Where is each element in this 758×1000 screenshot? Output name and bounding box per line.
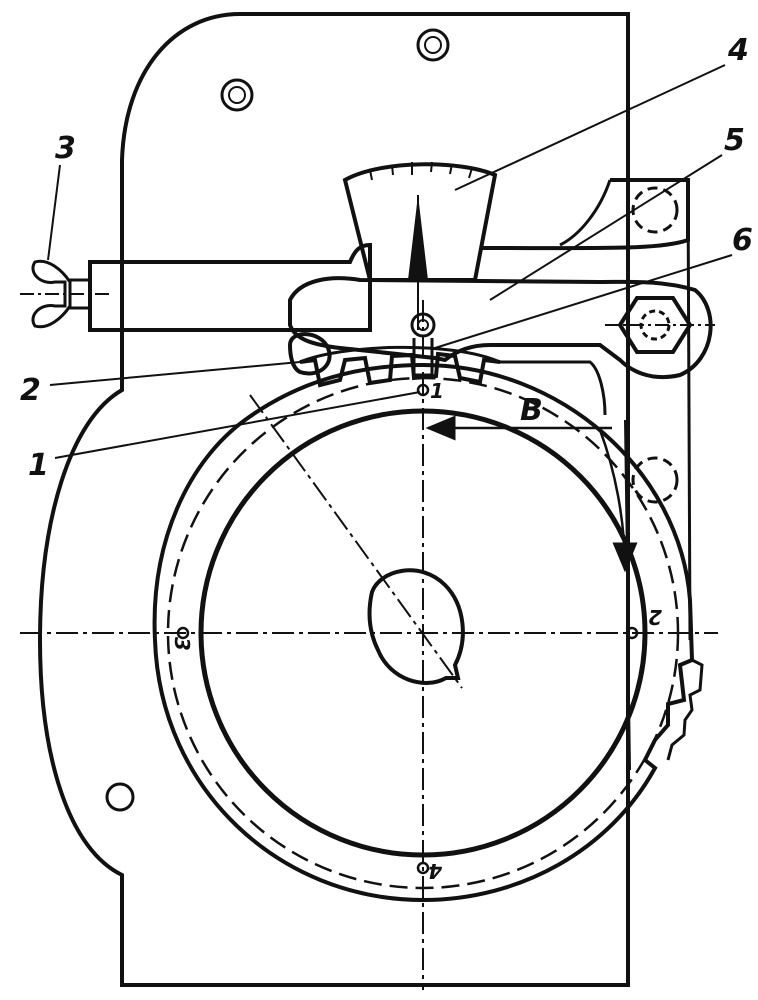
wing-screw	[20, 259, 110, 329]
callout-2: 2	[20, 373, 41, 408]
position-label-1: 1	[430, 379, 444, 403]
position-mark-1	[416, 383, 430, 397]
hex-nut	[605, 296, 715, 354]
gear-teeth	[299, 351, 501, 388]
leader-line-4	[454, 64, 726, 191]
guide-rod	[88, 242, 372, 332]
mounting-hole	[105, 782, 135, 812]
position-label-4: 4	[428, 859, 443, 883]
leader-line-5	[489, 154, 723, 301]
callout-3: 3	[55, 131, 76, 166]
right-guide-line	[624, 419, 631, 771]
arrow-b-label: B	[520, 393, 543, 428]
callout-1: 1	[28, 448, 49, 483]
upper-bracket-curve	[559, 179, 612, 247]
arc-arrow	[598, 429, 638, 573]
position-label-3: 3	[170, 637, 194, 651]
leader-line-2	[49, 361, 301, 386]
mounting-hole	[416, 28, 450, 62]
hidden-hole	[631, 186, 679, 234]
right-bar-edge	[686, 184, 692, 641]
position-mark-2	[625, 626, 639, 640]
center-cam	[367, 568, 465, 685]
callout-5: 5	[724, 123, 745, 158]
diagonal-axis	[249, 394, 463, 689]
housing-plate	[37, 12, 630, 987]
roller	[287, 332, 332, 376]
leader-line-1	[54, 391, 421, 459]
callout-6: 6	[732, 223, 753, 258]
leader-line-3	[47, 164, 61, 261]
callout-4: 4	[727, 33, 749, 68]
leader-line-6	[434, 254, 733, 349]
hidden-hole	[631, 456, 679, 504]
scale-sector	[342, 162, 498, 282]
position-mark-3	[176, 626, 190, 640]
rack-bar	[299, 345, 607, 416]
position-mark-4	[416, 861, 430, 875]
upper-bracket	[479, 178, 690, 251]
scale-ticks	[369, 161, 473, 181]
position-label-2: 2	[648, 605, 662, 629]
mounting-hole	[220, 78, 254, 112]
